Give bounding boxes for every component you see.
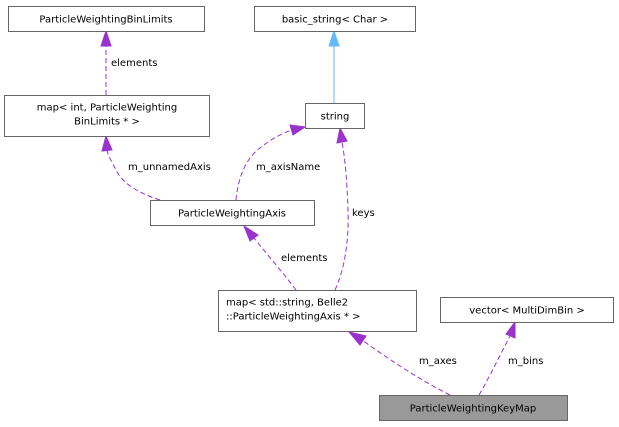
node-label: ParticleWeightingAxis [178,209,286,220]
node-label: ParticleWeightingBinLimits [39,15,172,26]
edge-string-inherits-basic-string [328,29,340,103]
edge-label: m_unnamedAxis [128,162,211,173]
node-string[interactable]: string [305,103,365,129]
node-label: ParticleWeightingKeyMap [410,404,536,415]
edge-keymap-to-map-string: m_axes [347,331,457,396]
edge-label: m_axes [419,356,457,367]
node-map-string-axis[interactable]: map< std::string, Belle2 ::ParticleWeigh… [218,290,417,332]
edge-label: m_axisName [256,162,320,173]
edge-axis-to-map-int: m_unnamedAxis [101,134,211,201]
edge-map-string-to-axis: elements [242,224,327,291]
node-label-line2: BinLimits * > [74,117,140,128]
edge-axis-to-string: m_axisName [235,124,320,201]
node-label-line1: map< int, ParticleWeighting [37,103,177,114]
edge-label: elements [281,253,327,264]
edge-map-int-to-binlimits: elements [100,29,157,95]
node-vector-multidimbin[interactable]: vector< MultiDimBin > [440,297,614,323]
node-basic-string[interactable]: basic_string< Char > [254,6,416,32]
edge-label: elements [111,58,157,69]
edge-label: m_bins [508,356,543,367]
node-particle-weighting-keymap[interactable]: ParticleWeightingKeyMap [379,395,568,421]
edge-keymap-to-vector: m_bins [478,320,543,396]
node-particle-weighting-bin-limits[interactable]: ParticleWeightingBinLimits [8,6,205,32]
node-label: vector< MultiDimBin > [469,306,584,317]
node-label: string [321,112,350,123]
edge-label: keys [352,208,375,219]
node-label-line1: map< std::string, Belle2 [226,298,348,309]
node-map-int-binlimits[interactable]: map< int, ParticleWeighting BinLimits * … [4,95,210,137]
node-particle-weighting-axis[interactable]: ParticleWeightingAxis [150,200,315,226]
node-label-line2: ::ParticleWeightingAxis * > [226,312,360,323]
node-label: basic_string< Char > [282,15,388,26]
edge-map-string-to-string: keys [334,126,375,291]
